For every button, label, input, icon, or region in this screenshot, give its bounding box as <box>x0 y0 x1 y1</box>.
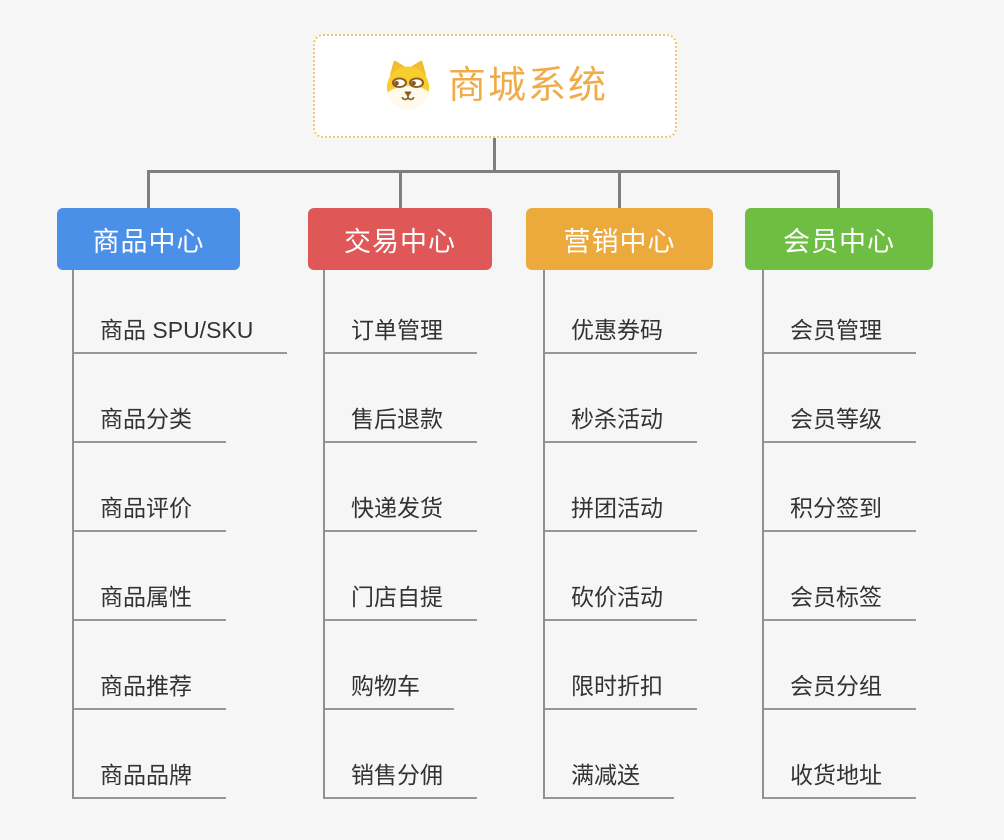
leaf-node[interactable]: 售后退款 <box>325 354 477 443</box>
leaf-column-member: 会员管理 会员等级 积分签到 会员标签 会员分组 收货地址 <box>762 270 916 799</box>
branch-node-marketing-center[interactable]: 营销中心 <box>526 208 713 270</box>
root-node[interactable]: 商城系统 <box>313 34 677 138</box>
leaf-node[interactable]: 会员管理 <box>764 270 916 354</box>
leaf-node[interactable]: 购物车 <box>325 621 454 710</box>
leaf-node[interactable]: 砍价活动 <box>545 532 697 621</box>
leaf-node[interactable]: 门店自提 <box>325 532 477 621</box>
connector-rail <box>147 170 840 173</box>
leaf-node[interactable]: 拼团活动 <box>545 443 697 532</box>
leaf-node[interactable]: 商品 SPU/SKU <box>74 270 288 354</box>
leaf-node[interactable]: 销售分佣 <box>325 710 477 799</box>
root-title: 商城系统 <box>447 65 608 107</box>
leaf-node[interactable]: 商品评价 <box>74 443 226 532</box>
connector-drop-2 <box>399 172 402 208</box>
leaf-node[interactable]: 限时折扣 <box>545 621 697 710</box>
shiba-dog-icon <box>382 60 434 112</box>
branch-node-member-center[interactable]: 会员中心 <box>745 208 933 270</box>
leaf-node[interactable]: 满减送 <box>545 710 674 799</box>
leaf-node[interactable]: 秒杀活动 <box>545 354 697 443</box>
leaf-column-marketing: 优惠券码 秒杀活动 拼团活动 砍价活动 限时折扣 满减送 <box>543 270 697 799</box>
branch-node-product-center[interactable]: 商品中心 <box>57 208 240 270</box>
leaf-node[interactable]: 商品推荐 <box>74 621 226 710</box>
leaf-node[interactable]: 积分签到 <box>764 443 916 532</box>
leaf-node[interactable]: 订单管理 <box>325 270 477 354</box>
leaf-node[interactable]: 会员分组 <box>764 621 916 710</box>
leaf-column-trade: 订单管理 售后退款 快递发货 门店自提 购物车 销售分佣 <box>323 270 477 799</box>
leaf-node[interactable]: 商品属性 <box>74 532 226 621</box>
leaf-node[interactable]: 会员等级 <box>764 354 916 443</box>
connector-root-drop <box>493 138 496 172</box>
connector-drop-4 <box>837 172 840 208</box>
leaf-column-product: 商品 SPU/SKU 商品分类 商品评价 商品属性 商品推荐 商品品牌 <box>72 270 288 799</box>
leaf-node[interactable]: 收货地址 <box>764 710 916 799</box>
leaf-node[interactable]: 快递发货 <box>325 443 477 532</box>
leaf-node[interactable]: 商品品牌 <box>74 710 226 799</box>
leaf-node[interactable]: 会员标签 <box>764 532 916 621</box>
connector-drop-1 <box>147 172 150 208</box>
connector-drop-3 <box>618 172 621 208</box>
leaf-node[interactable]: 优惠券码 <box>545 270 697 354</box>
branch-node-trade-center[interactable]: 交易中心 <box>308 208 492 270</box>
leaf-node[interactable]: 商品分类 <box>74 354 226 443</box>
